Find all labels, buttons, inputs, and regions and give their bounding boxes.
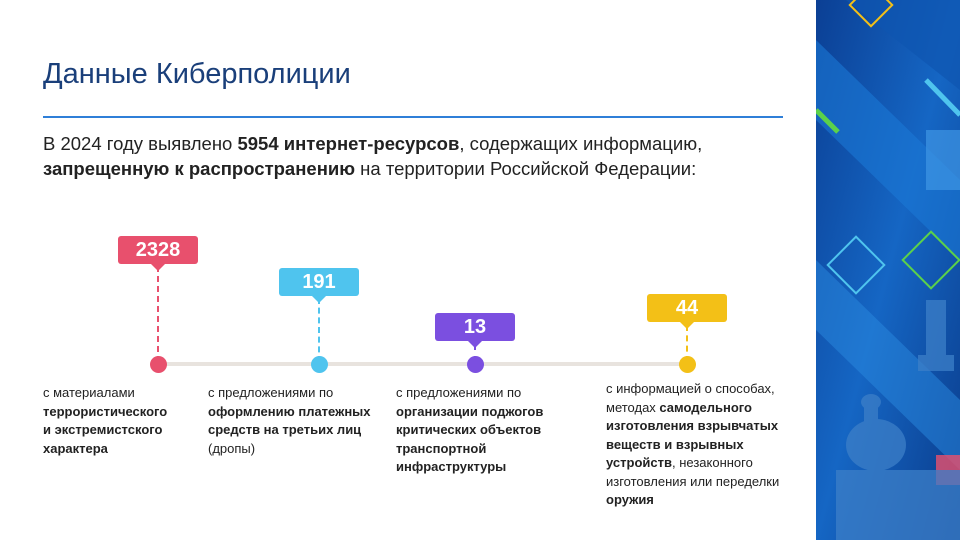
timeline-dot-2 xyxy=(310,355,328,373)
timeline-stem-1 xyxy=(157,266,159,362)
timeline-desc-4-part-2: самодельного изготовления взрывчатых вещ… xyxy=(606,399,779,471)
intro-text-2: , содержащих информацию, xyxy=(459,133,703,154)
title-divider xyxy=(43,116,783,118)
timeline-dot-3 xyxy=(466,355,484,373)
timeline-badge-2: 191 xyxy=(279,268,359,303)
timeline-desc-2-part-1: с предложениями по xyxy=(208,385,334,400)
intro-bold-prohibited: запрещенную к распространению xyxy=(43,158,356,179)
timeline-desc-1-part-1: с материалами xyxy=(43,385,135,400)
slide-title: Данные Киберполиции xyxy=(43,58,351,90)
intro-text-3: на территории Российской Федерации: xyxy=(355,158,697,179)
intro-text-1: В 2024 году выявлено xyxy=(43,133,238,154)
timeline-desc-4-part-1: с информацией о способах, методах xyxy=(606,381,775,415)
timeline-desc-4-part-4: оружия xyxy=(606,492,654,507)
timeline-desc-2: с предложениями по оформлению платежных … xyxy=(208,384,376,458)
timeline-desc-3-part-2: организации поджогов критических объекто… xyxy=(396,403,544,475)
intro-bold-count: 5954 интернет-ресурсов xyxy=(237,133,460,154)
timeline-stem-2 xyxy=(318,298,320,362)
intro-text: В 2024 году выявлено 5954 интернет-ресур… xyxy=(43,131,803,181)
timeline-dot-4 xyxy=(678,355,696,373)
timeline-badge-4: 44 xyxy=(647,294,727,329)
timeline-desc-1: с материалами террористического и экстре… xyxy=(43,384,167,458)
timeline-badge-1: 2328 xyxy=(118,236,198,271)
timeline-badge-3: 13 xyxy=(435,313,515,348)
timeline-stem-4 xyxy=(686,325,688,362)
timeline-desc-4: с информацией о способах, методах самоде… xyxy=(606,380,806,510)
timeline-desc-1-part-2: террористического и экстремистского хара… xyxy=(43,403,168,456)
timeline-desc-4-part-3: , незаконного изготовления или переделки xyxy=(606,455,780,489)
timeline-desc-3: с предложениями по организации поджогов … xyxy=(396,384,586,477)
decorative-panel xyxy=(816,0,960,540)
timeline-desc-2-part-2: оформлению платежных средств на третьих … xyxy=(208,403,371,438)
decorative-pattern-graphic xyxy=(816,0,960,540)
timeline-desc-2-part-3: (дропы) xyxy=(208,440,256,456)
timeline-line xyxy=(158,362,688,366)
timeline-stem-3 xyxy=(474,344,476,362)
timeline-dot-1 xyxy=(149,355,167,373)
timeline-desc-3-part-1: с предложениями по xyxy=(396,385,522,400)
